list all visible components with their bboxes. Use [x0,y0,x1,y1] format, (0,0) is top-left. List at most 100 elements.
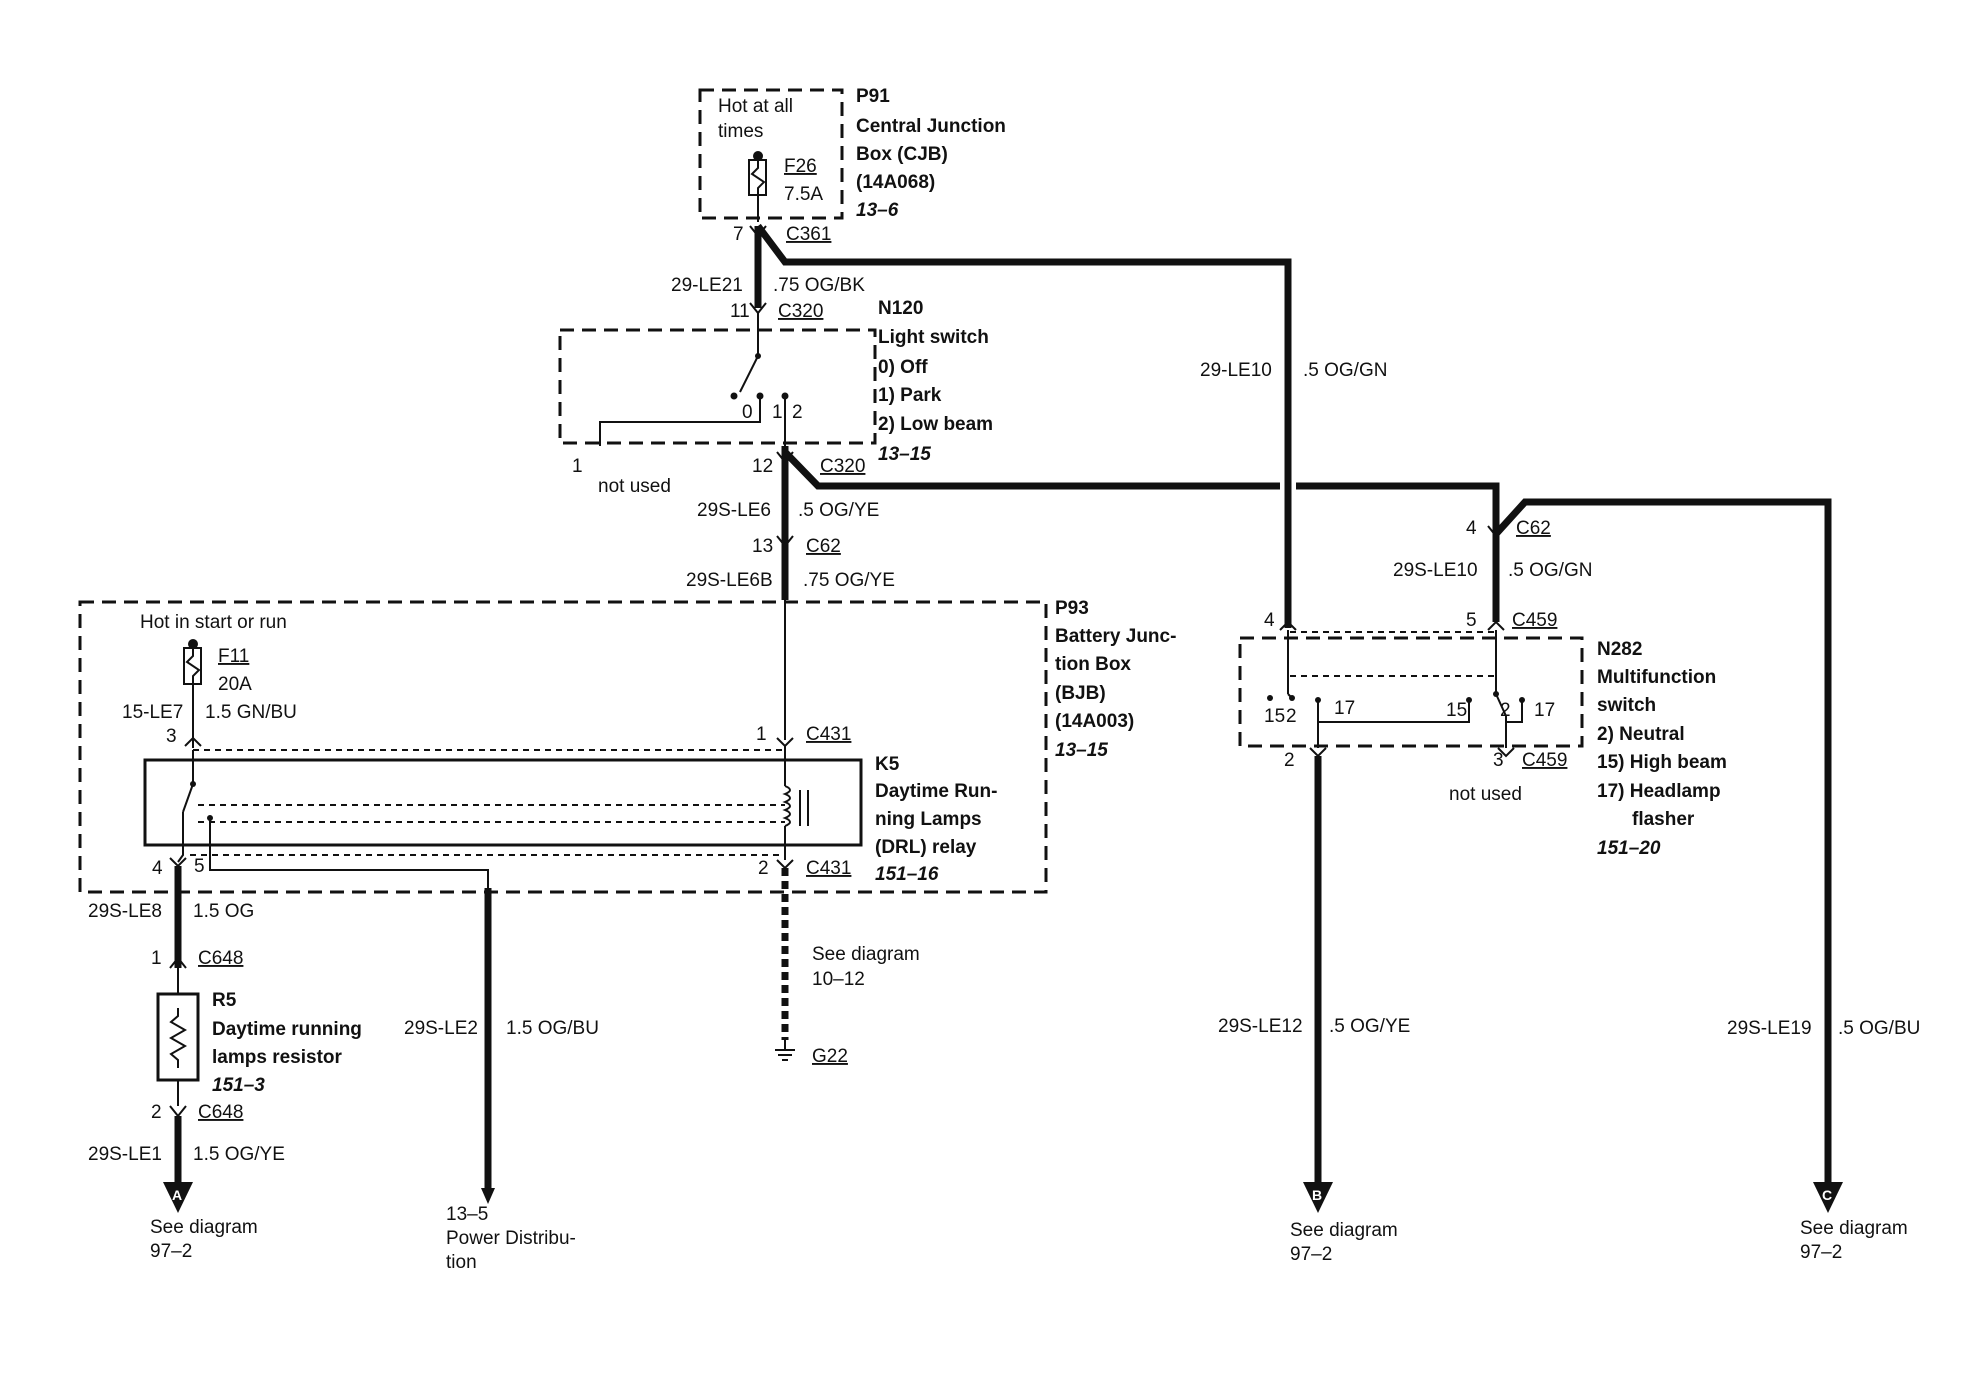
r5-resistor: R5 Daytime running lamps resistor 151–3 [156,968,362,1106]
wire-29s-le10-id: 29S-LE10 [1393,560,1478,581]
wire-29-le21-id: 29-LE21 [671,275,743,296]
wire-29s-le10 [1492,498,1832,1188]
k5-pin2-connector-icon [776,859,794,870]
p91-ref: 13–6 [856,200,899,221]
n282-pin-5: 5 [1466,610,1477,631]
p93-battery-junction-box: Hot in start or run F11 20A P93 Battery … [78,598,1176,894]
n282-pos-highbeam: 15) High beam [1597,752,1727,773]
p93-name-line3: (BJB) [1055,683,1106,704]
p91-name-line2: Box (CJB) [856,144,948,165]
k5-contact-blade-icon [182,783,194,813]
n282-c459-top-label: C459 [1512,610,1557,631]
f11-rating: 20A [218,674,252,695]
wire-15-le7-spec: 1.5 GN/BU [205,702,297,723]
n282-inner-17a: 17 [1334,698,1355,719]
p91-name-line3: (14A068) [856,172,935,193]
n282-pin-3: 3 [1493,750,1504,771]
p91-id: P91 [856,86,890,107]
k5-name-line2: ning Lamps [875,809,982,830]
p91-central-junction-box: Hot at all times F26 7.5A P91 Central Ju… [698,86,1006,222]
k5-pin-4: 4 [152,858,163,879]
ground-ref: 10–12 [812,969,865,990]
c320-in-pin: 11 [730,301,750,322]
p91-name-line1: Central Junction [856,116,1006,137]
p93-id: P93 [1055,598,1089,619]
power-dist-line2: tion [446,1252,477,1273]
p93-box-outline [78,600,1048,894]
n282-not-used: not used [1449,784,1522,805]
c320-in-label: C320 [778,301,823,322]
wire-29-le10-id: 29-LE10 [1200,360,1272,381]
n282-id: N282 [1597,639,1642,660]
switch-pos-2: 2 [792,402,803,423]
f26-rating: 7.5A [784,184,823,205]
c648-bottom-pin: 2 [151,1102,162,1123]
wire-29-le10-spec: .5 OG/GN [1303,360,1387,381]
n120-pos-park: 1) Park [878,385,942,406]
n282-box-outline [1238,636,1584,748]
c361-pin: 7 [733,224,744,245]
k5-pin-2: 2 [758,858,769,879]
p91-box-outline [698,88,844,220]
c62-left-connector-icon [776,535,794,548]
wire-29s-le6 [781,446,1500,600]
c648-top-connector-icon [169,956,187,969]
n282-inner-2b: 2 [1500,700,1511,721]
wire-29s-le12-spec: .5 OG/YE [1329,1016,1410,1037]
c62-left-pin: 13 [752,536,773,557]
switch-contact-0 [730,392,738,400]
arrow-c-icon: C [1813,1182,1843,1213]
k5-c431-top-label: C431 [806,724,851,745]
n282-pin5-connector-icon [1487,620,1505,631]
c320-out-label: C320 [820,456,865,477]
c648-bottom-connector-icon [169,1105,187,1118]
arrow-a-see: See diagram [150,1217,258,1238]
c648-top-label: C648 [198,948,243,969]
wire-29s-le8-id: 29S-LE8 [88,901,162,922]
arrow-a-letter: A [172,1187,182,1203]
n282-c459-bottom-label: C459 [1522,750,1567,771]
r5-name-line1: Daytime running [212,1019,362,1040]
wire-29s-le12-id: 29S-LE12 [1218,1016,1303,1037]
n282-pos-flasher-line1: 17) Headlamp [1597,781,1721,802]
n282-pos-flasher-line2: flasher [1632,809,1695,830]
n282-inner-15b: 15 [1446,700,1467,721]
n282-multifunction-switch: 15 2 17 15 2 17 N282 Multifunction switc… [1238,630,1727,859]
f11-label: F11 [218,646,249,667]
k5-coil-icon [782,785,791,827]
n120-not-used: not used [598,476,671,497]
p93-name-line4: (14A003) [1055,711,1134,732]
power-dist-ref: 13–5 [446,1204,488,1225]
k5-name-line1: Daytime Run- [875,781,997,802]
c320-out-pin: 12 [752,456,773,477]
c648-top-pin: 1 [151,948,162,969]
power-dist-line1: Power Distribu- [446,1228,576,1249]
k5-name-line3: (DRL) relay [875,837,977,858]
g22-label: G22 [812,1046,848,1067]
c62-right-label: C62 [1516,518,1551,539]
arrow-a-ref: 97–2 [150,1241,192,1262]
arrow-b-icon: B [1303,1182,1333,1213]
wire-29s-le1-spec: 1.5 OG/YE [193,1144,285,1165]
arrow-c-see: See diagram [1800,1218,1908,1239]
wire-29s-le19-spec: .5 OG/BU [1838,1018,1920,1039]
n120-light-switch: 0 1 2 N120 Light switch 0) Off 1) Park 2… [558,298,993,465]
wire-29-le21-spec: .75 OG/BK [773,275,865,296]
wire-29s-le2-spec: 1.5 OG/BU [506,1018,599,1039]
n120-pos-lowbeam: 2) Low beam [878,414,993,435]
k5-drl-relay: K5 Daytime Run- ning Lamps (DRL) relay 1… [143,746,997,885]
c62-left-label: C62 [806,536,841,557]
c648-bottom-label: C648 [198,1102,243,1123]
wire-29-le21 [754,223,1292,628]
p91-hot-line1: Hot at all [718,96,793,117]
k5-pin-3: 3 [166,726,177,747]
wire-29s-le2-arrow-icon [481,1188,495,1204]
n120-ref: 13–15 [878,444,931,465]
n282-inner-17b: 17 [1534,700,1555,721]
n282-pin-4: 4 [1264,610,1275,631]
k5-ref: 151–16 [875,864,939,885]
k5-pin3-connector-icon [184,736,202,747]
wire-29s-le1-id: 29S-LE1 [88,1144,162,1165]
p91-hot-line2: times [718,121,763,142]
